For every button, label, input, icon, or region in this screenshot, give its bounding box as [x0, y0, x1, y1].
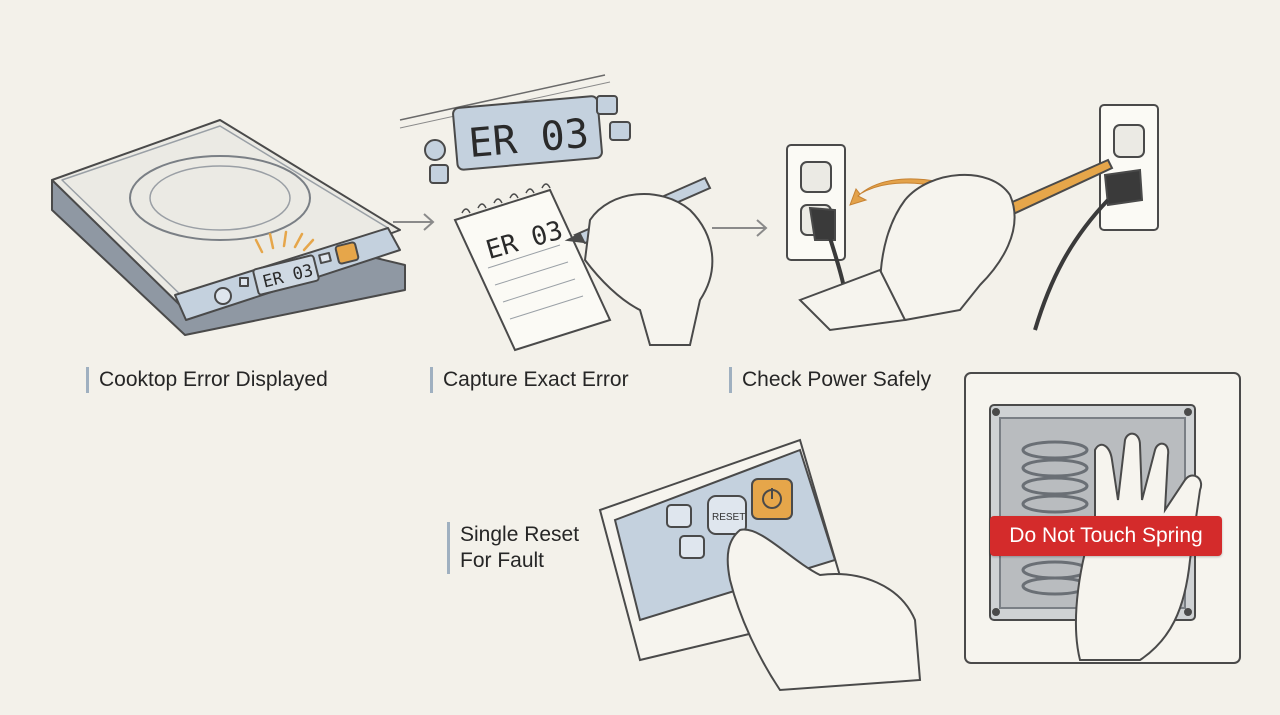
pressing-finger	[726, 528, 922, 692]
panel-error-code: ER 03	[467, 111, 591, 167]
hand-with-pen	[564, 176, 714, 346]
spring-warning-label: Do Not Touch Spring	[990, 516, 1222, 556]
circle-button-icon	[214, 287, 232, 305]
notepad	[453, 183, 612, 352]
hand-with-voltage-tester	[798, 158, 1114, 332]
reset-button[interactable]	[707, 495, 747, 535]
reset-button-label: RESET	[712, 512, 745, 523]
step-4-caption-line-1: Single Reset	[460, 523, 580, 546]
minus-icon	[429, 164, 449, 184]
cooktop-display	[252, 254, 320, 296]
flash-lines	[254, 230, 315, 254]
cooktop-illustration	[51, 119, 406, 336]
step-1-caption: Cooktop Error Displayed	[86, 367, 328, 393]
arrow-right-icon	[712, 219, 768, 237]
step-4-caption: Single Reset For Fault	[447, 522, 579, 574]
step-2-caption: Capture Exact Error	[430, 367, 629, 393]
down-arrow-icon	[609, 121, 631, 141]
power-icon	[334, 241, 360, 265]
spring-warning-panel	[964, 372, 1241, 664]
step-4-caption-line-2: For Fault	[460, 549, 545, 572]
arrow-right-icon	[393, 213, 435, 231]
wall-outlet-right	[1033, 104, 1159, 331]
circle-button-icon	[424, 139, 446, 161]
up-arrow-icon	[596, 95, 618, 115]
control-panel-readout	[399, 74, 631, 184]
step-3-caption: Check Power Safely	[729, 367, 931, 393]
down-arrow-icon	[679, 535, 705, 559]
up-arrow-icon	[666, 504, 692, 528]
